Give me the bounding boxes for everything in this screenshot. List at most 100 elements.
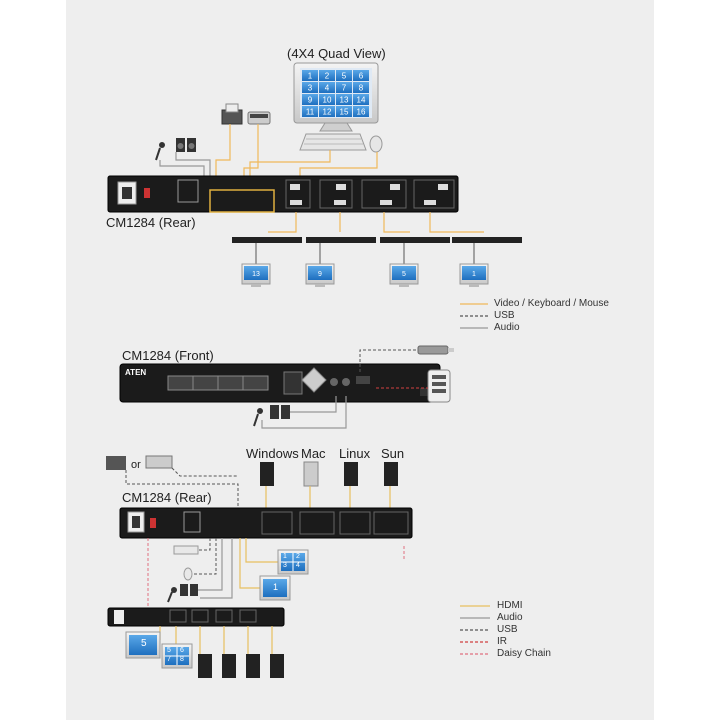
quad-cell-1: 1 [302, 70, 318, 81]
rear-monitors: 13 9 5 1 [241, 263, 489, 287]
monitor-single-5 [125, 631, 161, 659]
legend-2-item-3: IR [497, 636, 507, 647]
quad-cell-15: 15 [336, 106, 352, 117]
bottom-computers [198, 654, 284, 678]
quad-cell-11: 11 [302, 106, 318, 117]
os-label-mac: Mac [301, 446, 326, 461]
monitor-single-1 [259, 575, 291, 601]
legend-2-item-4: Daisy Chain [497, 648, 551, 659]
quad-cell-5: 5 [336, 70, 352, 81]
kvm-front-panel [119, 363, 441, 403]
quad-cell-16: 16 [353, 106, 369, 117]
monitor-quad-1234 [277, 549, 309, 575]
quad-cell-7: 7 [336, 82, 352, 93]
svg-text:4: 4 [325, 84, 330, 93]
remote-control-icon [427, 369, 451, 403]
os-label-linux: Linux [339, 446, 371, 461]
bq-1: 1 [283, 553, 287, 560]
front-brand: ATEN [125, 368, 147, 377]
svg-text:3: 3 [308, 84, 313, 93]
quad-cell-2: 2 [319, 70, 335, 81]
bq-2: 2 [296, 553, 300, 560]
front-label: CM1284 (Front) [122, 348, 214, 363]
monitor-quad-5678 [161, 643, 193, 669]
bottom-middle-lines [147, 538, 405, 610]
quad-cell-6: 6 [353, 70, 369, 81]
quad-cell-3: 3 [302, 82, 318, 93]
svg-text:6: 6 [359, 72, 364, 81]
os-computers [260, 461, 398, 487]
top-connection-lines [159, 124, 378, 176]
bq2-7: 7 [167, 656, 171, 663]
quad-cell-8: 8 [353, 82, 369, 93]
svg-text:9: 9 [318, 271, 322, 278]
monitor-cables-top [268, 212, 484, 233]
svg-text:13: 13 [340, 96, 349, 105]
svg-text:7: 7 [342, 84, 347, 93]
usb-flash-drive-icon [417, 345, 454, 355]
svg-text:5: 5 [342, 72, 347, 81]
or-text: or [131, 459, 141, 471]
os-label-windows: Windows [246, 446, 299, 461]
mouse-icon [369, 135, 383, 153]
quad-view-title: (4X4 Quad View) [287, 46, 386, 61]
rear-monitor-5: 5 [389, 263, 419, 287]
quad-cell-10: 10 [319, 94, 335, 105]
bottom-lower-lines [159, 626, 273, 654]
bottom-printer-scanner [106, 455, 173, 470]
scanner-icon [247, 111, 271, 125]
svg-text:9: 9 [308, 96, 313, 105]
bq2-6: 6 [180, 647, 184, 654]
kvm-rear-panel-2 [119, 507, 413, 539]
bq2-5: 5 [167, 647, 171, 654]
svg-text:8: 8 [359, 84, 364, 93]
svg-text:16: 16 [357, 108, 366, 117]
os-label-sun: Sun [381, 446, 405, 461]
svg-text:1: 1 [472, 271, 476, 278]
svg-text:5: 5 [402, 271, 406, 278]
cable-connectors-top [232, 237, 522, 243]
printer-icon [221, 103, 243, 125]
svg-text:15: 15 [340, 108, 349, 117]
quad-cell-9: 9 [302, 94, 318, 105]
mon-5-label: 5 [141, 638, 147, 649]
kvm-rear-panel-3 [107, 607, 285, 627]
rear-monitor-13: 13 [241, 263, 271, 287]
bq2-8: 8 [180, 656, 184, 663]
legend-2-lines [460, 605, 490, 655]
quad-cell-12: 12 [319, 106, 335, 117]
legend-2-item-1: Audio [497, 612, 523, 623]
bq-4: 4 [296, 562, 300, 569]
front-lines [261, 349, 428, 429]
legend-1-lines [460, 303, 488, 329]
quad-cell-4: 4 [319, 82, 335, 93]
kvm-rear-panel-1 [107, 175, 459, 213]
svg-text:10: 10 [323, 96, 332, 105]
svg-text:13: 13 [252, 271, 260, 278]
legend-2-item-0: HDMI [497, 600, 523, 611]
bq-3: 3 [283, 562, 287, 569]
svg-text:12: 12 [323, 108, 332, 117]
keyboard-icon [299, 133, 367, 151]
legend-1-item-2: Audio [494, 322, 520, 333]
quad-cell-13: 13 [336, 94, 352, 105]
svg-text:11: 11 [306, 108, 315, 117]
rear-monitor-9: 9 [305, 263, 335, 287]
connector-to-monitor-lines [255, 243, 475, 264]
bottom-peripherals [167, 545, 199, 603]
svg-text:1: 1 [308, 72, 313, 81]
front-audio-icons [253, 405, 290, 427]
microphone-icon [155, 142, 165, 161]
rear-monitor-1: 1 [459, 263, 489, 287]
legend-2-item-2: USB [497, 624, 518, 635]
bottom-top-lines [125, 467, 391, 508]
rear-label-1: CM1284 (Rear) [106, 215, 196, 230]
legend-1-item-0: Video / Keyboard / Mouse [494, 298, 609, 309]
legend-1-item-1: USB [494, 310, 515, 321]
mon-1-label: 1 [273, 582, 279, 592]
rear-label-2: CM1284 (Rear) [122, 490, 212, 505]
svg-text:14: 14 [357, 96, 366, 105]
